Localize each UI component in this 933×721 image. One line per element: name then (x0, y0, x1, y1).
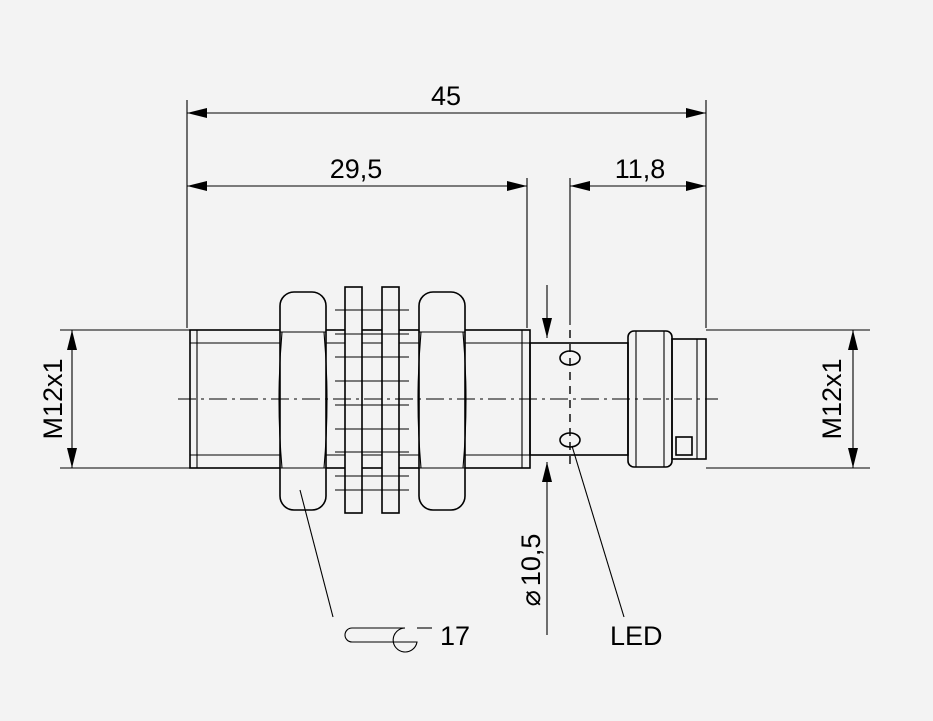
diameter-label: 10,5 (516, 534, 546, 587)
dimension-label-11-8: 11,8 (615, 154, 666, 184)
thread-label-left: M12x1 (38, 358, 68, 439)
dimension-thread-right: M12x1 (817, 330, 858, 468)
dimension-diameter: ⌀ 10,5 (516, 285, 552, 635)
sensor-body (178, 286, 718, 514)
hex-nut-right (417, 291, 467, 511)
wrench-icon (344, 627, 432, 653)
led-callout: LED (571, 445, 663, 651)
hex-nut-left (278, 291, 328, 511)
dimension-label-29-5: 29,5 (330, 154, 383, 184)
dimension-overall-length: 45 (187, 81, 706, 118)
extension-lines (60, 100, 870, 469)
diameter-symbol-icon: ⌀ (516, 590, 546, 606)
dimension-connector-length: 11,8 (570, 154, 706, 191)
wrench-callout: 17 (299, 489, 470, 653)
svg-text:⌀10,5: ⌀ 10,5 (516, 534, 546, 607)
wrench-size-label: 17 (440, 621, 470, 651)
dimension-thread-length: 29,5 (187, 154, 527, 191)
thread-label-right: M12x1 (817, 358, 847, 439)
lock-washer-1 (335, 286, 372, 514)
dimension-thread-left: M12x1 (38, 330, 77, 468)
lock-washer-2 (372, 286, 409, 514)
led-label: LED (610, 621, 663, 651)
dimension-label-45: 45 (431, 81, 461, 111)
